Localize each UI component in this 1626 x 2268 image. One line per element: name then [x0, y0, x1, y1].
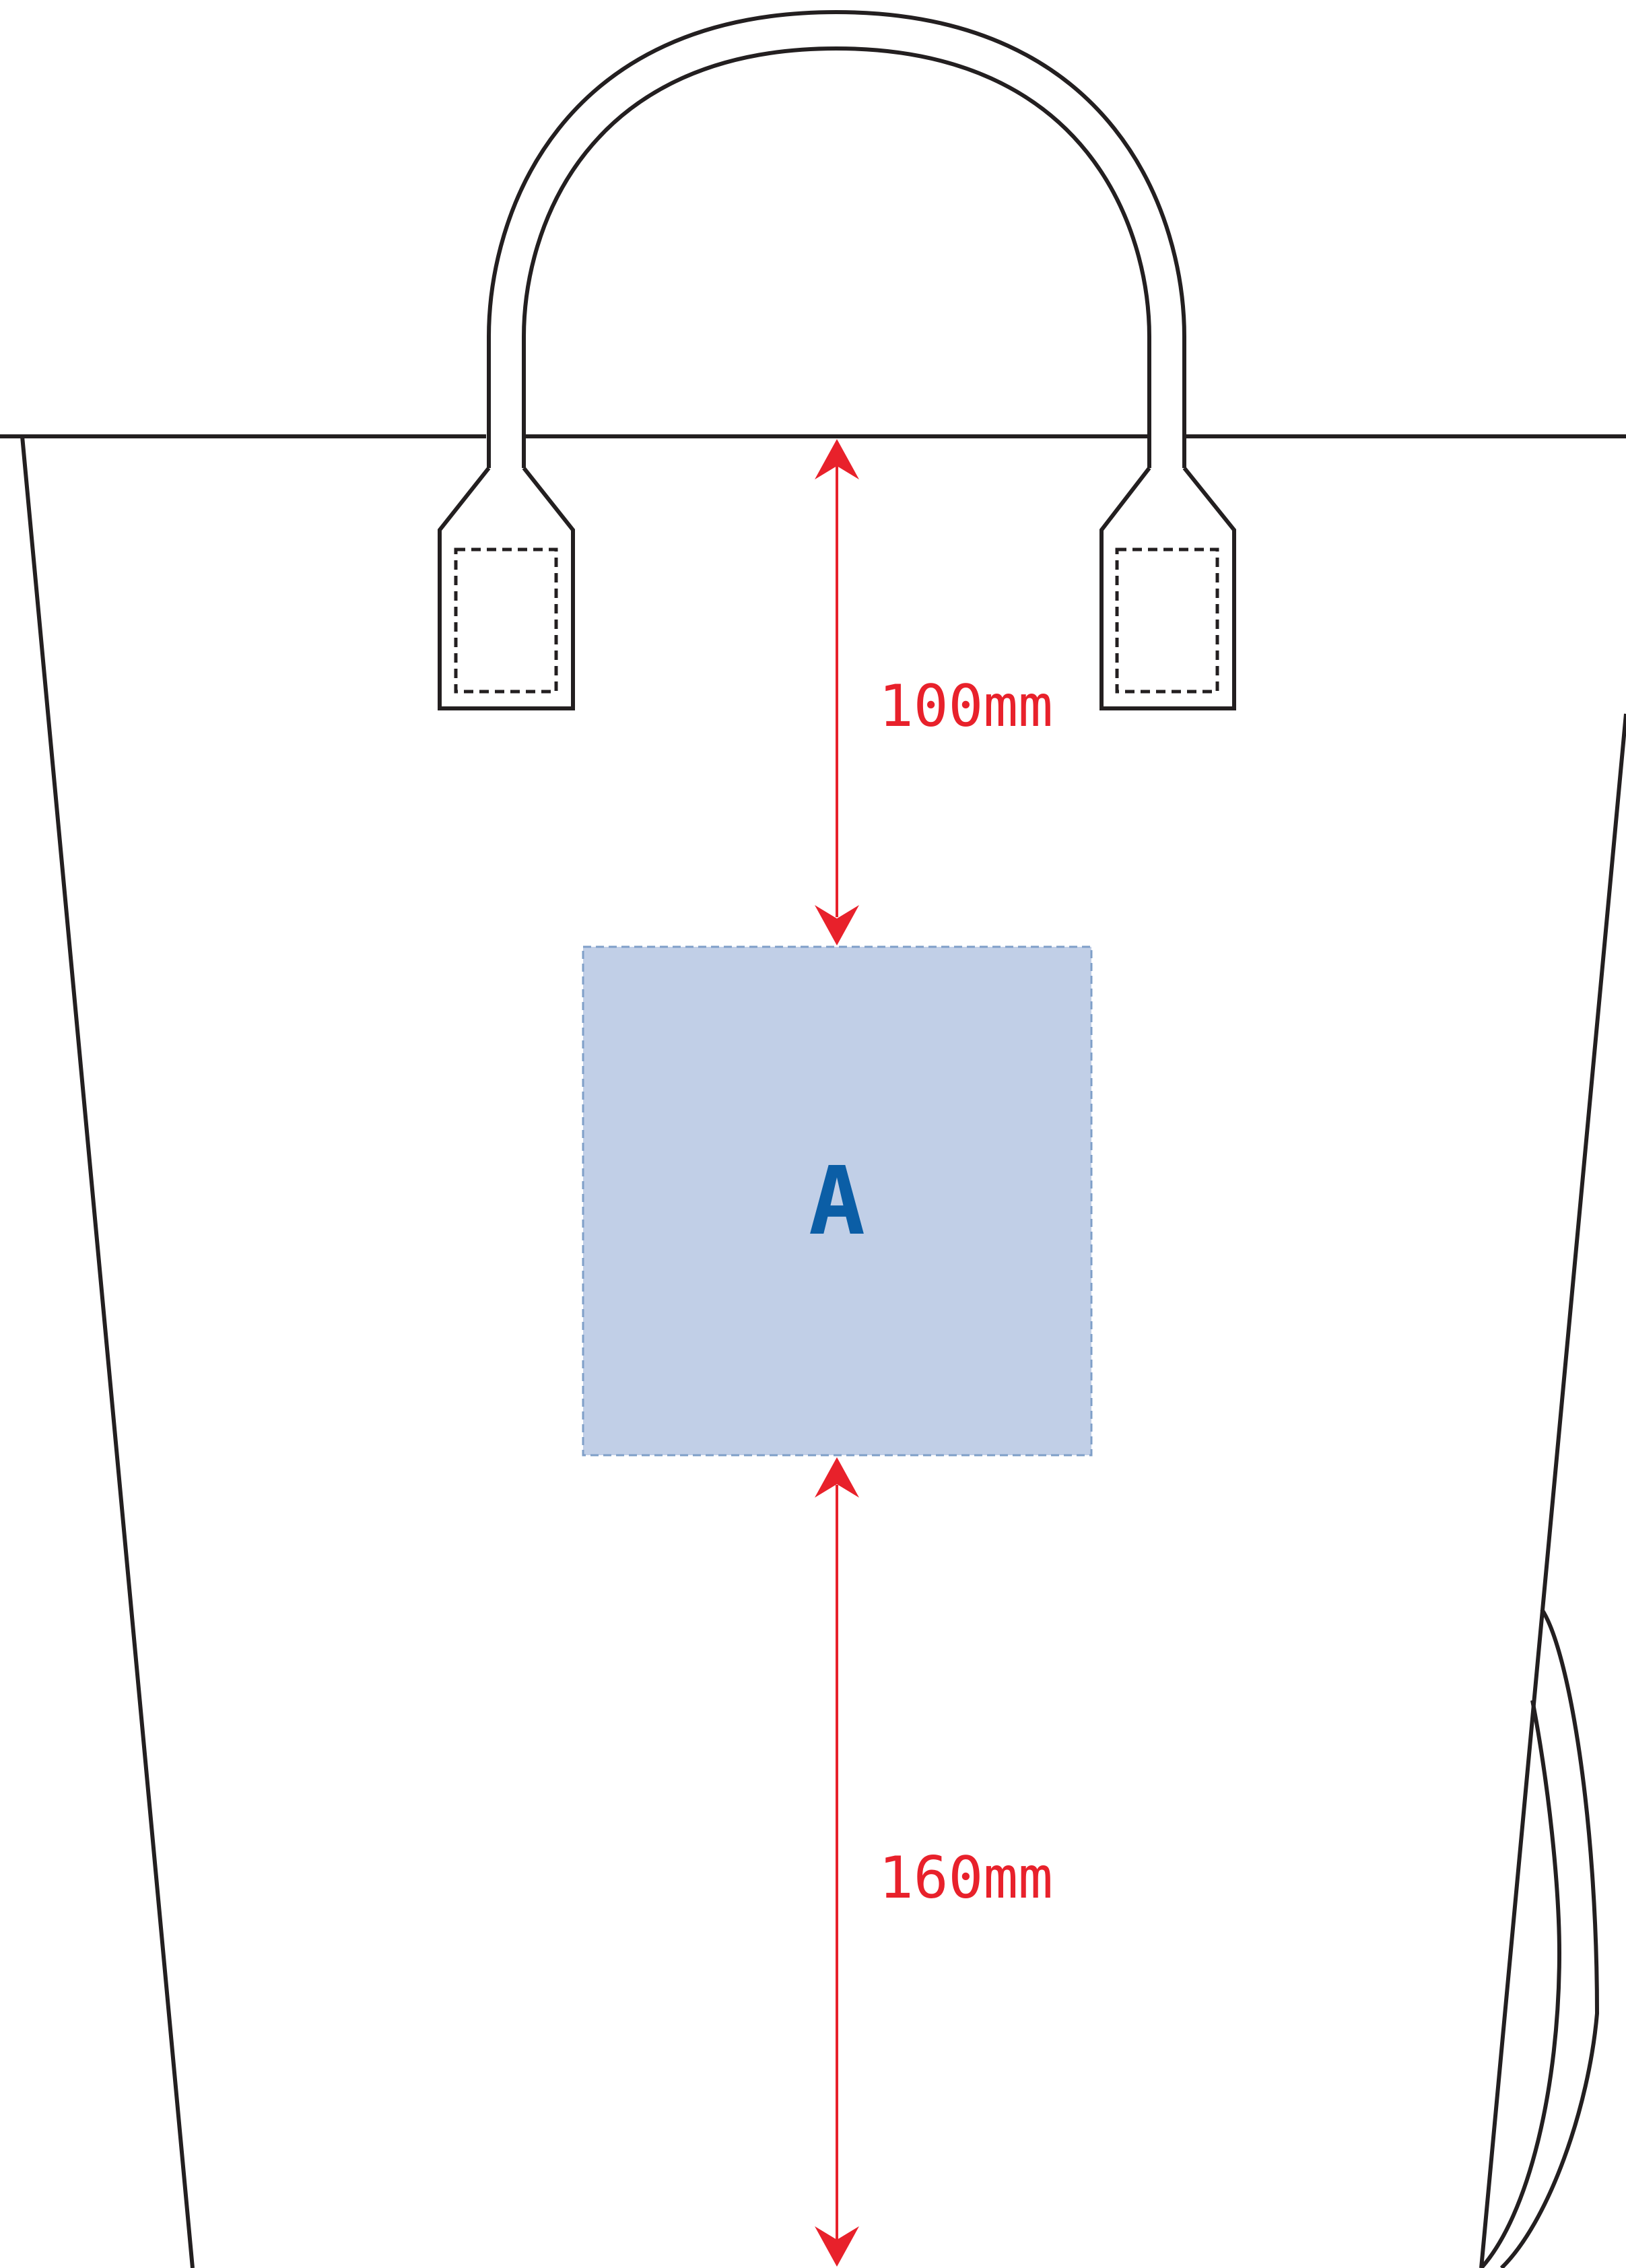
handle-outer-strap [487, 9, 1186, 468]
bottom-dimension-arrow-up [815, 1457, 859, 1498]
bottom-dimension-arrow-down [815, 2226, 859, 2267]
top-dimension-label: 100mm [879, 673, 1053, 740]
right-handle-tab-stitch [1115, 547, 1219, 694]
bottom-dimension-label: 160mm [879, 1844, 1053, 1912]
print-area-a [582, 945, 1093, 1457]
side-gusset-inner [1479, 1700, 1562, 2268]
top-dimension-arrow-up [815, 439, 859, 479]
right-handle-tab [1099, 467, 1236, 710]
handle-inner-strap [522, 46, 1151, 468]
side-gusset-outer [1499, 1608, 1600, 2268]
top-dimension-arrow-down [815, 905, 859, 945]
left-handle-tab [438, 467, 575, 710]
print-area-a-label: A [809, 1147, 865, 1257]
left-handle-tab-stitch [454, 547, 558, 694]
